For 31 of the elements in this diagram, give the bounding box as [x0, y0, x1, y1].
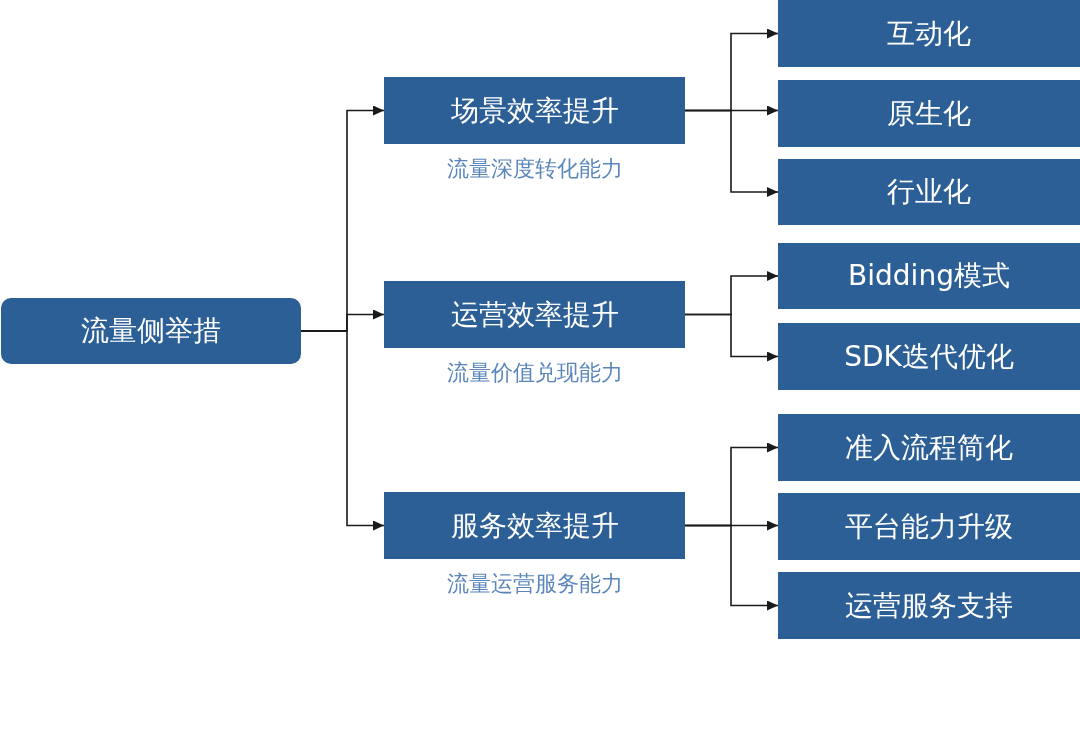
box-label: 服务效率提升	[450, 508, 619, 543]
box-label: 平台能力升级	[845, 509, 1013, 544]
box-caption: 流量价值兑现能力	[445, 360, 624, 387]
item-box	[778, 414, 1080, 481]
connector-arrow	[300, 330, 385, 531]
connector-arrow	[684, 313, 779, 362]
box-label: 运营服务支持	[845, 588, 1013, 623]
box-label: 原生化	[887, 96, 971, 131]
item-box	[778, 159, 1080, 225]
item-box	[778, 80, 1080, 147]
box-label: 行业化	[887, 175, 971, 209]
root-box	[1, 298, 301, 364]
item-box	[778, 323, 1080, 390]
box-caption: 流量运营服务能力	[445, 571, 624, 598]
item-box	[778, 493, 1080, 560]
category-box	[384, 281, 685, 348]
box-label: 准入流程简化	[845, 430, 1013, 465]
item-box	[778, 243, 1080, 309]
box-label: 运营效率提升	[450, 297, 619, 332]
box-label: 场景效率提升	[450, 93, 619, 128]
connector-arrow	[684, 524, 779, 611]
box-label: SDK迭代优化	[844, 339, 1014, 374]
item-box	[778, 572, 1080, 639]
box-label: 流量侧举措	[81, 314, 221, 348]
box-label: 互动化	[887, 16, 971, 51]
category-box	[384, 77, 685, 144]
category-box	[384, 492, 685, 559]
box-caption: 流量深度转化能力	[445, 156, 624, 183]
connector-arrow	[684, 109, 779, 197]
box-label: Bidding模式	[848, 259, 1010, 293]
item-box	[778, 0, 1080, 67]
